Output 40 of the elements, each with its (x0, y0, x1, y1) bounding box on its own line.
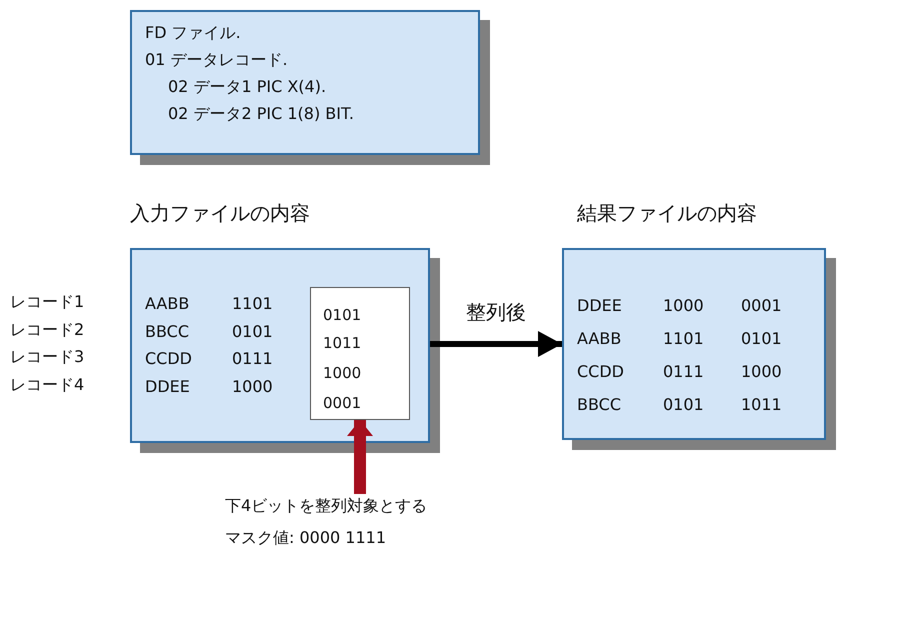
bit-value: 0101 (323, 306, 362, 324)
record-key: BBCC (577, 396, 622, 414)
section-heading: 結果ファイルの内容 (577, 200, 757, 226)
bit-value: 1000 (232, 378, 273, 396)
record-key: DDEE (577, 297, 622, 315)
record-key: CCDD (145, 350, 192, 368)
code-line: 02 データ1 PIC X(4). (168, 78, 326, 96)
bit-value: 0001 (741, 297, 782, 315)
bit-value: 0101 (663, 396, 704, 414)
bit-value: 1011 (323, 334, 362, 352)
code-line: FD ファイル. (145, 24, 241, 42)
arrow (430, 331, 562, 357)
bit-value: 1101 (232, 295, 273, 313)
bit-value: 0111 (232, 350, 273, 368)
code-box (130, 10, 480, 155)
record-key: AABB (145, 295, 190, 313)
record-label: レコード4 (10, 376, 84, 394)
note-text: 下4ビットを整列対象とする (225, 497, 428, 515)
bit-value: 1011 (741, 396, 782, 414)
bit-value: 1000 (663, 297, 704, 315)
value-panel (310, 287, 410, 420)
bit-value: 0101 (232, 323, 273, 341)
record-key: AABB (577, 330, 622, 348)
bit-value: 1000 (323, 364, 362, 382)
bit-value: 1000 (741, 363, 782, 381)
bit-value: 0111 (663, 363, 704, 381)
bit-value: 0101 (741, 330, 782, 348)
code-line: 02 データ2 PIC 1(8) BIT. (168, 105, 354, 123)
record-key: CCDD (577, 363, 624, 381)
record-label: レコード3 (10, 348, 84, 366)
bit-value: 1101 (663, 330, 704, 348)
record-key: BBCC (145, 323, 190, 341)
arrow (347, 420, 373, 494)
record-key: DDEE (145, 378, 190, 396)
bit-value: 0001 (323, 394, 362, 412)
note-text: マスク値: 0000 1111 (225, 529, 386, 547)
record-label: レコード1 (10, 293, 84, 311)
section-heading: 入力ファイルの内容 (130, 200, 310, 226)
record-label: レコード2 (10, 321, 84, 339)
code-line: 01 データレコード. (145, 51, 288, 69)
